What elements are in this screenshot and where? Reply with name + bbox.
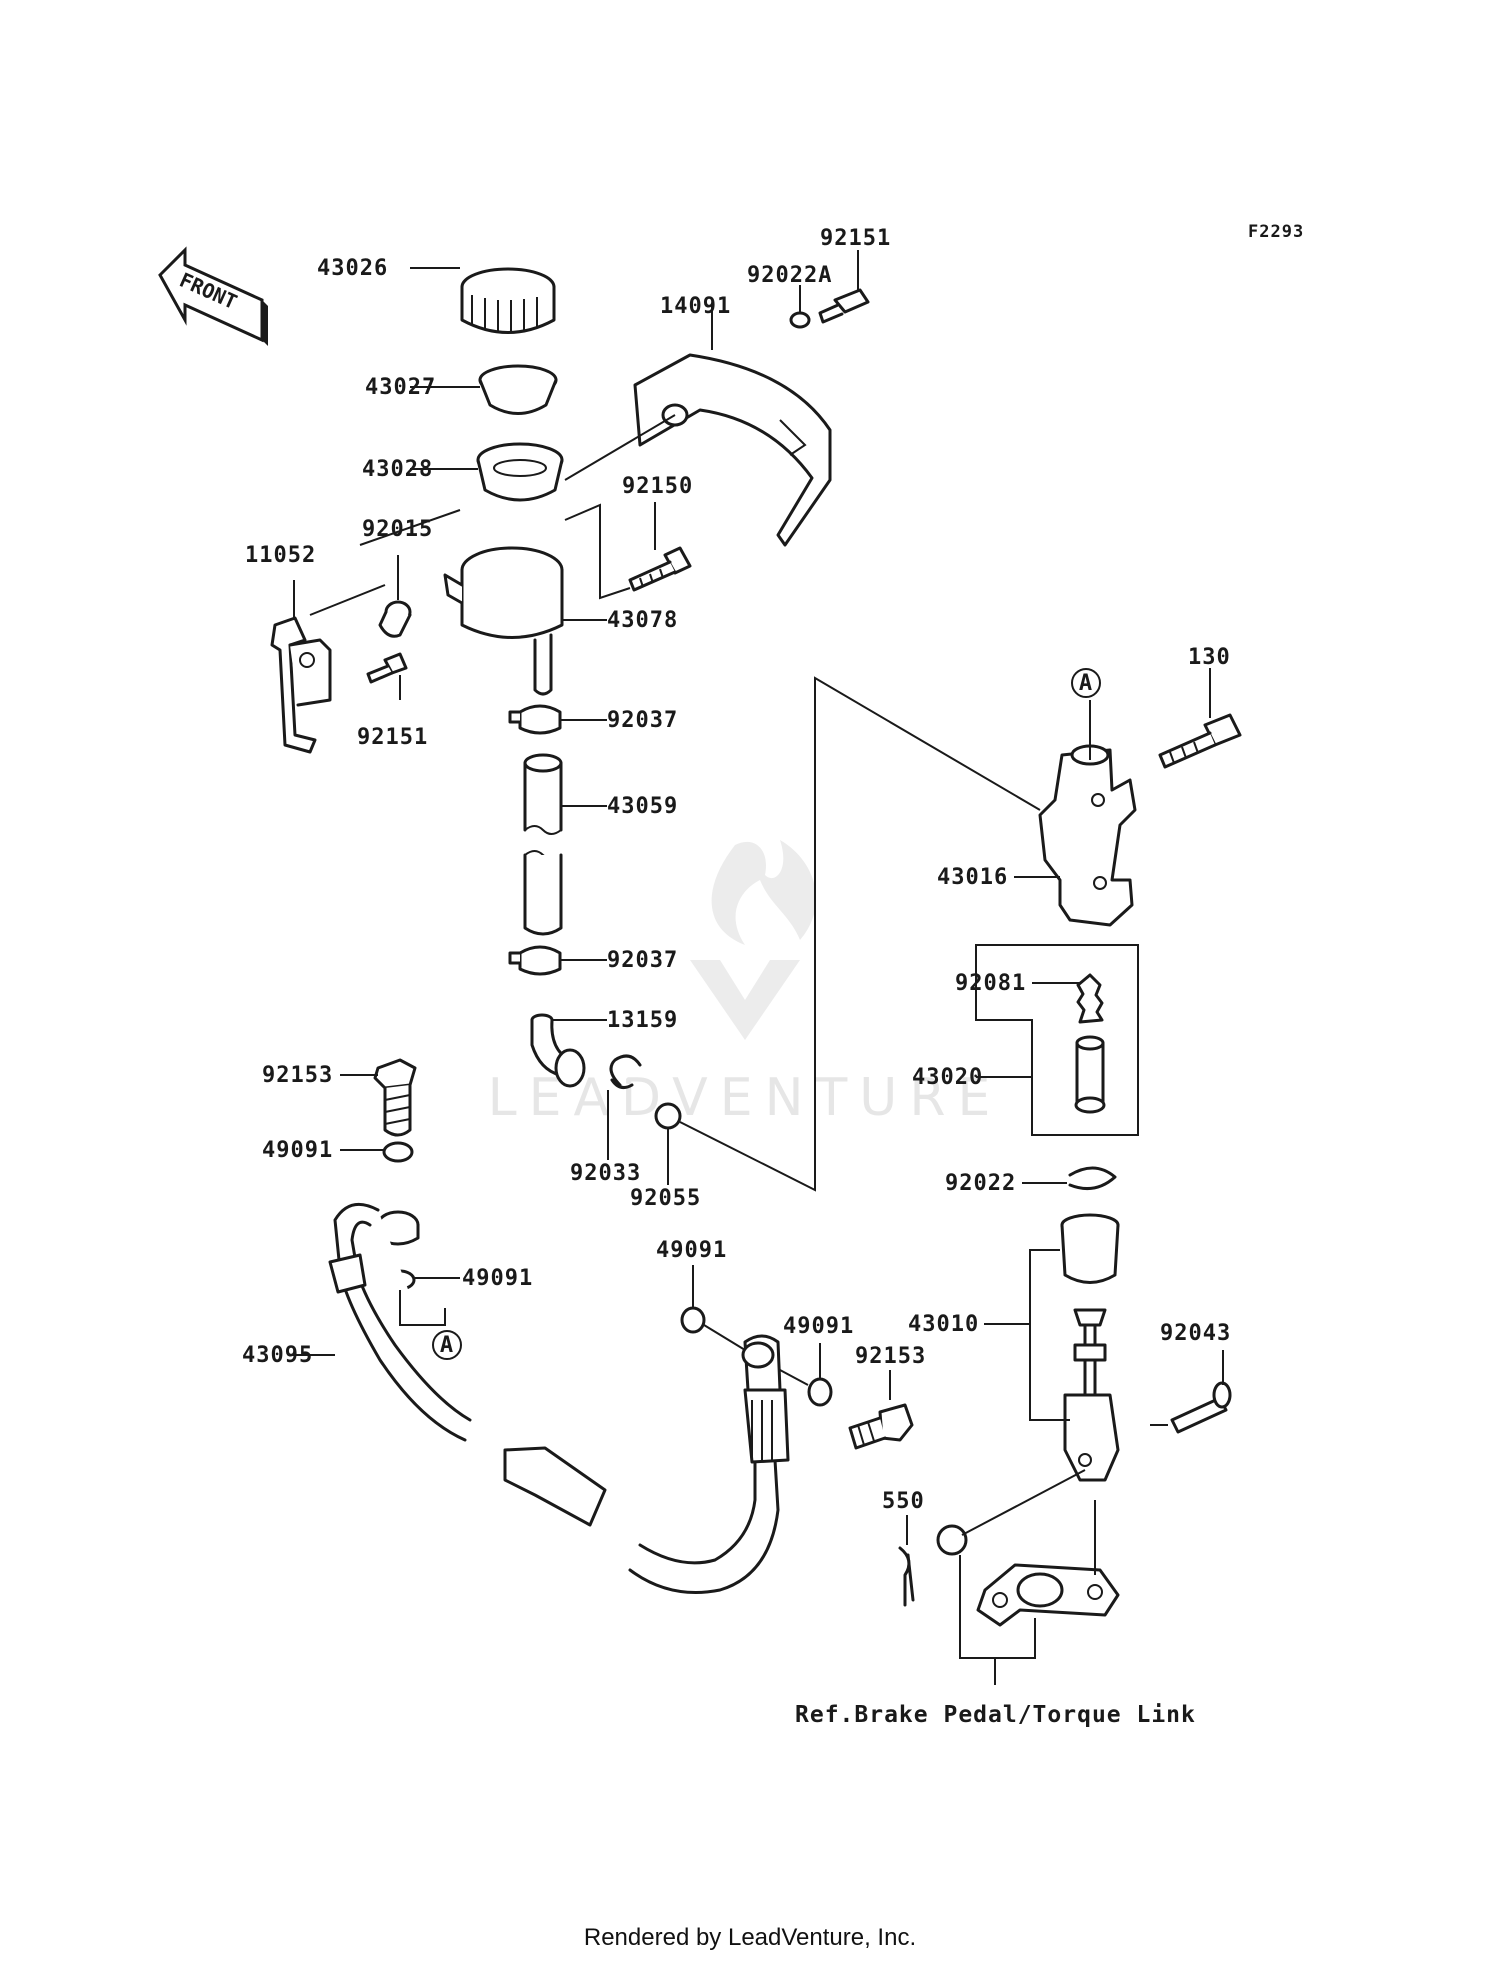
label-92015: 92015 bbox=[362, 517, 433, 542]
marker-a-top: A bbox=[1071, 668, 1101, 698]
footer-credit: Rendered by LeadVenture, Inc. bbox=[584, 1924, 916, 1951]
diagram-code: F2293 bbox=[1248, 222, 1304, 242]
push-rod-assembly-icon bbox=[1060, 1213, 1120, 1482]
bolt-92150-icon bbox=[628, 546, 692, 592]
washer-49091-c-icon bbox=[680, 1306, 706, 1334]
label-92043: 92043 bbox=[1160, 1321, 1231, 1346]
diaphragm-icon bbox=[476, 442, 564, 502]
banjo-bolt-right-icon bbox=[848, 1403, 914, 1450]
o-ring-92055-icon bbox=[654, 1102, 682, 1130]
banjo-bolt-left-icon bbox=[373, 1058, 417, 1137]
label-43095: 43095 bbox=[242, 1343, 313, 1368]
bolt-92151-top-icon bbox=[818, 288, 870, 324]
reservoir-plate-icon bbox=[478, 364, 558, 415]
label-92081: 92081 bbox=[955, 971, 1026, 996]
part-labels: 43026 43027 43028 14091 92022A 92151 110… bbox=[242, 226, 1231, 1514]
label-43010: 43010 bbox=[908, 1312, 979, 1337]
label-43026: 43026 bbox=[317, 256, 388, 281]
label-92022: 92022 bbox=[945, 1171, 1016, 1196]
cotter-pin-icon bbox=[898, 1546, 915, 1607]
label-92037-bottom: 92037 bbox=[607, 948, 678, 973]
reservoir-cover-icon bbox=[633, 353, 832, 547]
washer-49091-a-icon bbox=[382, 1141, 414, 1163]
clamp-92037-bottom-icon bbox=[508, 945, 562, 976]
label-92037-top: 92037 bbox=[607, 708, 678, 733]
label-13159: 13159 bbox=[607, 1008, 678, 1033]
svg-text:A: A bbox=[1079, 671, 1093, 696]
piston-kit-box bbox=[975, 944, 1139, 1136]
reservoir-body-icon bbox=[443, 546, 564, 696]
torque-link-icon bbox=[976, 1563, 1120, 1627]
label-130: 130 bbox=[1188, 645, 1231, 670]
label-43059: 43059 bbox=[607, 794, 678, 819]
reservoir-cap-icon bbox=[460, 267, 556, 334]
front-arrow-icon: FRONT bbox=[158, 246, 268, 346]
marker-a-bottom: A bbox=[432, 1330, 462, 1360]
circlip-92022-icon bbox=[1068, 1166, 1117, 1191]
master-cylinder-icon bbox=[1038, 744, 1137, 927]
reservoir-hose-icon bbox=[523, 753, 563, 936]
brake-hose-icon bbox=[328, 1202, 790, 1594]
pin-92043-icon bbox=[1170, 1381, 1232, 1434]
label-550: 550 bbox=[882, 1489, 925, 1514]
leader-lines bbox=[290, 250, 1224, 1685]
bolt-92151-left-icon bbox=[366, 652, 408, 684]
label-92055: 92055 bbox=[630, 1186, 701, 1211]
label-43016: 43016 bbox=[937, 865, 1008, 890]
label-49091-b: 49091 bbox=[462, 1266, 533, 1291]
label-92022a: 92022A bbox=[747, 263, 832, 288]
label-49091-a: 49091 bbox=[262, 1138, 333, 1163]
svg-text:A: A bbox=[440, 1333, 454, 1358]
label-49091-d: 49091 bbox=[783, 1314, 854, 1339]
bolt-130-icon bbox=[1158, 713, 1242, 769]
label-92033: 92033 bbox=[570, 1161, 641, 1186]
washer-49091-d-icon bbox=[807, 1377, 833, 1407]
bracket-11052-icon bbox=[270, 616, 332, 754]
label-92150: 92150 bbox=[622, 474, 693, 499]
label-92153-right: 92153 bbox=[855, 1344, 926, 1369]
ref-note: Ref.Brake Pedal/Torque Link bbox=[795, 1702, 1196, 1728]
label-92153-left: 92153 bbox=[262, 1063, 333, 1088]
label-14091: 14091 bbox=[660, 294, 731, 319]
label-43027: 43027 bbox=[365, 375, 436, 400]
label-92151-top: 92151 bbox=[820, 226, 891, 251]
label-43078: 43078 bbox=[607, 608, 678, 633]
collar-92015-icon bbox=[378, 600, 412, 638]
snap-ring-92033-icon bbox=[609, 1054, 642, 1090]
washer-ref-icon bbox=[936, 1524, 968, 1556]
label-43020: 43020 bbox=[912, 1065, 983, 1090]
label-92151-left: 92151 bbox=[357, 725, 428, 750]
label-11052: 11052 bbox=[245, 543, 316, 568]
clamp-92037-top-icon bbox=[508, 704, 562, 735]
washer-92022a-icon bbox=[789, 311, 811, 329]
label-49091-c: 49091 bbox=[656, 1238, 727, 1263]
label-43028: 43028 bbox=[362, 457, 433, 482]
elbow-fitting-icon bbox=[530, 1013, 586, 1088]
